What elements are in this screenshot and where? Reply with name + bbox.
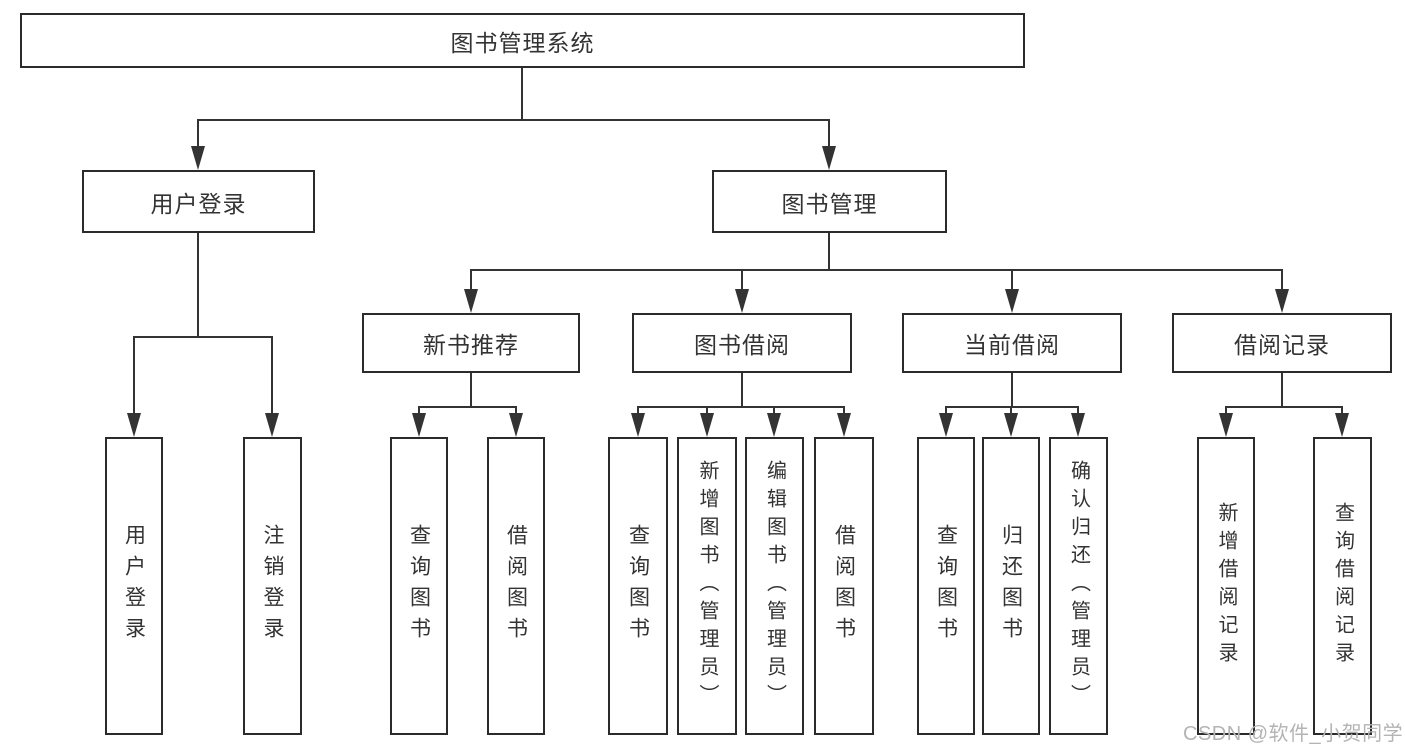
edge-drop-query-books-1 [418,406,420,415]
leaf-add-borrow-record: 新增借阅记录 [1197,437,1255,735]
edge-drop-new-book [470,269,472,291]
arrow-down-query-books-1 [412,413,426,437]
leaf-return-books: 归还图书 [982,437,1040,735]
edge-drop-query-record [1341,406,1343,415]
arrow-down-return-books [1004,413,1018,437]
edge-drop-book-management [828,119,830,147]
edge-newbook-rail [418,406,517,408]
edge-drop-add-record [1225,406,1227,415]
edge-borrow-rail [637,406,845,408]
leaf-edit-book-admin: 编辑图书（管理员） [745,437,804,735]
arrow-down-add-book [700,413,714,437]
node-user-login: 用户登录 [82,170,315,233]
edge-current-rail [945,406,1079,408]
leaf-query-books-recommend: 查询图书 [390,437,448,735]
arrow-down-borrow-books-1 [509,413,523,437]
edge-login-stem [197,233,199,337]
csdn-watermark: CSDN @软件_小贺同学 [1183,723,1404,745]
arrow-down-add-record [1219,413,1233,437]
edge-drop-current-borrow [1011,269,1013,291]
edge-newbook-stem [470,373,472,407]
edge-records-rail [1225,406,1343,408]
leaf-query-borrow-record: 查询借阅记录 [1313,437,1372,735]
edge-drop-return-books [1010,406,1012,415]
arrow-down-book-borrow [735,289,749,313]
edge-login-rail [133,336,273,338]
node-book-borrow: 图书借阅 [632,313,852,373]
edge-drop-query-books-3 [945,406,947,415]
edge-drop-borrow-records [1281,269,1283,291]
leaf-confirm-return-admin: 确认归还（管理员） [1049,437,1108,735]
arrow-down-edit-book [767,413,781,437]
edge-root-rail [197,119,830,121]
edge-drop-leaf-user-login [133,336,135,414]
arrow-down-query-books-3 [939,413,953,437]
node-root: 图书管理系统 [20,13,1025,68]
edge-mgmt-stem [828,233,830,270]
edge-drop-user-login [197,119,199,147]
edge-root-stem [521,68,523,120]
edge-drop-add-book [706,406,708,415]
edge-records-stem [1281,373,1283,407]
leaf-user-login: 用户登录 [105,437,163,735]
arrow-down-leaf-user-login [127,413,141,437]
leaf-query-books-current: 查询图书 [917,437,975,735]
leaf-borrow-books: 借阅图书 [814,437,874,735]
leaf-logout: 注销登录 [243,437,302,735]
edge-mgmt-rail [470,269,1283,271]
arrow-down-confirm-return [1071,413,1085,437]
node-new-book-recommend: 新书推荐 [362,313,580,373]
node-book-management: 图书管理 [712,170,947,233]
edge-drop-borrow-books-2 [843,406,845,415]
edge-drop-query-books-2 [637,406,639,415]
leaf-add-book-admin: 新增图书（管理员） [677,437,737,735]
arrow-down-user-login [191,146,205,170]
leaf-query-books-borrow: 查询图书 [608,437,668,735]
arrow-down-query-books-2 [631,413,645,437]
arrow-down-borrow-books-2 [837,413,851,437]
edge-drop-leaf-logout [271,336,273,414]
arrow-down-borrow-records [1275,289,1289,313]
arrow-down-leaf-logout [265,413,279,437]
node-current-borrow: 当前借阅 [902,313,1122,373]
arrow-down-book-management [822,146,836,170]
edge-drop-borrow-books-1 [515,406,517,415]
node-borrow-records: 借阅记录 [1172,313,1392,373]
arrow-down-current-borrow [1005,289,1019,313]
arrow-down-query-record [1335,413,1349,437]
arrow-down-new-book [464,289,478,313]
edge-drop-edit-book [773,406,775,415]
edge-drop-book-borrow [741,269,743,291]
leaf-borrow-books-recommend: 借阅图书 [487,437,545,735]
edge-borrow-stem [741,373,743,407]
edge-current-stem [1011,373,1013,407]
edge-drop-confirm-return [1077,406,1079,415]
